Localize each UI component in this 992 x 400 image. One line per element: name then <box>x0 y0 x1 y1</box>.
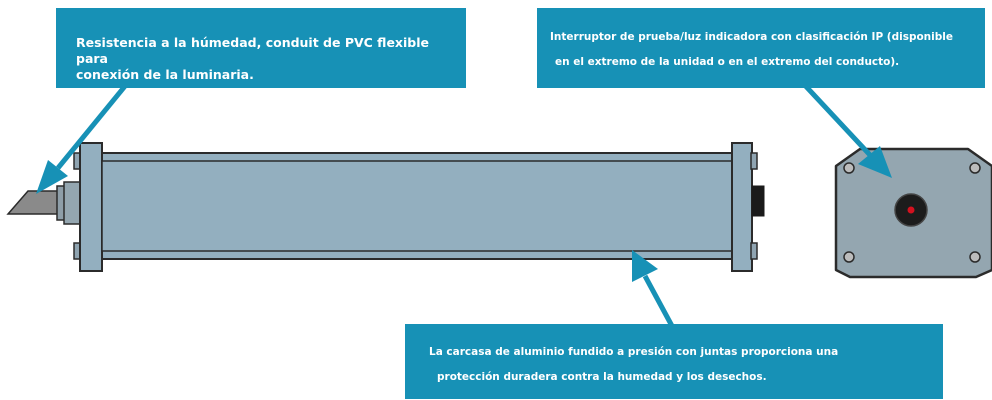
pvc-conduit <box>6 181 83 225</box>
arrowhead-icon <box>632 250 658 282</box>
housing-callout-line1: La carcasa de aluminio fundido a presión… <box>429 346 839 358</box>
conduit-callout: Resistencia a la húmedad, conduit de PVC… <box>56 8 466 88</box>
conduit-callout-line2: conexión de la luminaria. <box>76 67 254 82</box>
arrowhead-icon <box>36 160 68 194</box>
switch-callout-line1: Interruptor de prueba/luz indicadora con… <box>550 31 953 43</box>
arrow-to-housing <box>642 274 675 328</box>
housing-callout-line2: protección duradera contra la humedad y … <box>437 371 767 383</box>
switch-callout: Interruptor de prueba/luz indicadora con… <box>537 8 985 88</box>
arrowhead-icon <box>858 146 892 178</box>
callout-arrows <box>36 78 892 328</box>
arrow-to-conduit <box>56 78 132 170</box>
arrow-to-switch <box>798 78 872 157</box>
screw-icon <box>843 162 855 174</box>
housing-callout: La carcasa de aluminio fundido a presión… <box>405 324 943 399</box>
screw-icon <box>969 162 981 174</box>
switch-callout-line2: en el extremo de la unidad o en el extre… <box>555 56 900 68</box>
end-view-panel <box>834 147 992 279</box>
screw-icon <box>969 251 981 263</box>
aluminum-housing <box>73 142 765 272</box>
screw-icon <box>843 251 855 263</box>
conduit-callout-line1: Resistencia a la húmedad, conduit de PVC… <box>76 35 429 66</box>
indicator-light-icon <box>907 206 915 214</box>
